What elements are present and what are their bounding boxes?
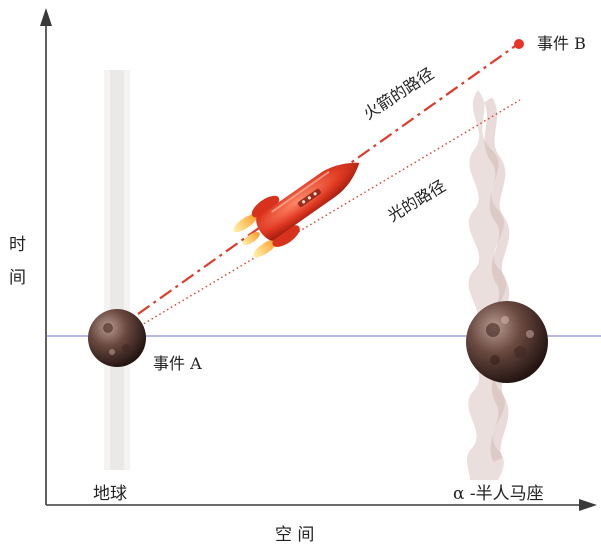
light-path-label: 光的路径 [384, 176, 449, 225]
alpha-centauri-planet-icon [466, 301, 548, 383]
axes [40, 8, 597, 511]
rocket-path [137, 43, 519, 315]
rocket-path-label: 火箭的路径 [360, 64, 437, 124]
alpha-centauri-worldline [466, 90, 510, 480]
rocket-icon [233, 162, 360, 258]
earth-worldline [104, 70, 130, 470]
earth-planet-icon [88, 309, 146, 367]
event-a-label: 事件 A [153, 354, 202, 373]
earth-label: 地球 [93, 484, 127, 504]
alpha-centauri-label: α -半人马座 [453, 484, 544, 504]
x-axis-label: 空 间 [275, 525, 314, 545]
event-b-dot [514, 39, 524, 49]
y-axis-arrow [40, 8, 52, 26]
y-axis-label-char-2: 间 [9, 268, 26, 288]
event-b-label: 事件 B [537, 34, 586, 53]
x-axis-arrow [579, 499, 597, 511]
y-axis-label-char-1: 时 [9, 235, 26, 255]
light-path [139, 99, 521, 327]
